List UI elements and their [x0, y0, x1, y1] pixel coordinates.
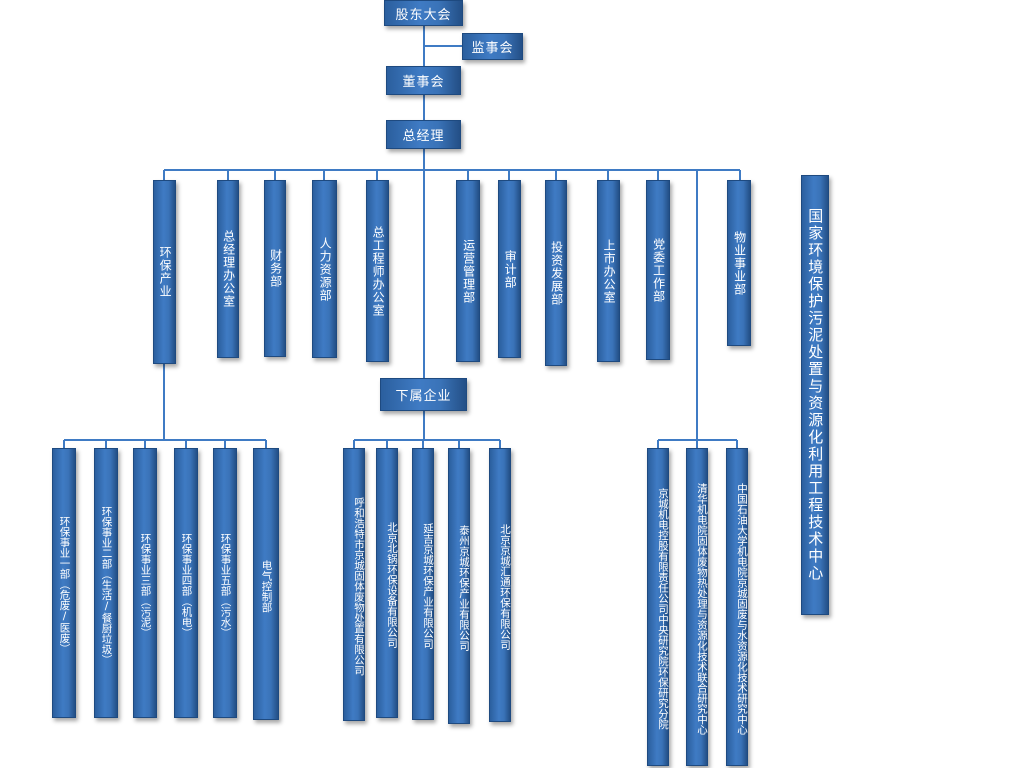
electrical-control-dept: 电气控制部 — [253, 448, 279, 720]
dept-party-work: 党委工作部 — [646, 180, 670, 360]
board-box: 董事会 — [386, 66, 461, 95]
dept-operations: 运营管理部 — [456, 180, 480, 362]
supervisors-box: 监事会 — [462, 33, 523, 60]
dept-env-industry: 环保产业 — [153, 180, 176, 364]
subsidiaries-box: 下属企业 — [380, 378, 467, 411]
shareholders-box: 股东大会 — [384, 0, 463, 26]
dept-hr: 人力资源部 — [312, 180, 337, 358]
research-tsinghua-center: 清华机电院固体废物热处理与资源化技术联合研究中心 — [686, 448, 708, 766]
subsidiary-taizhou: 泰州京城环保产业有限公司 — [448, 448, 470, 724]
general-manager-box: 总经理 — [386, 120, 461, 149]
research-central-institute: 京城机电控股有限责任公司中央研究院环保研究分院 — [647, 448, 669, 766]
dept-finance: 财务部 — [264, 180, 286, 357]
subsidiary-beiguo: 北京北锅环保设备有限公司 — [376, 448, 398, 718]
dept-audit: 审计部 — [498, 180, 521, 358]
subsidiary-huitong: 北京京城汇通环保有限公司 — [489, 448, 511, 722]
dept-property: 物业事业部 — [727, 180, 751, 346]
dept-gm-office: 总经理办公室 — [217, 180, 239, 358]
national-engineering-center: 国家环境保护污泥处置与资源化利用工程技术中心 — [801, 175, 829, 615]
dept-investment: 投资发展部 — [545, 180, 567, 366]
env-division-3: 环保事业三部（污泥） — [133, 448, 157, 718]
dept-listing-office: 上市办公室 — [597, 180, 620, 362]
env-division-1: 环保事业一部（危废/医废） — [52, 448, 76, 718]
env-division-4: 环保事业四部（机电） — [174, 448, 198, 718]
dept-chief-engineer-office: 总工程师办公室 — [366, 180, 389, 362]
env-division-5: 环保事业五部（污水） — [213, 448, 237, 718]
subsidiary-yanji: 延吉京城环保产业有限公司 — [412, 448, 434, 720]
subsidiary-hohhot: 呼和浩特市京城固体废物处置有限公司 — [343, 448, 365, 721]
env-division-2: 环保事业二部（生活/餐厨垃圾） — [94, 448, 118, 718]
research-cup-center: 中国石油大学机电院京城固废与水资源化技术研究中心 — [726, 448, 748, 766]
